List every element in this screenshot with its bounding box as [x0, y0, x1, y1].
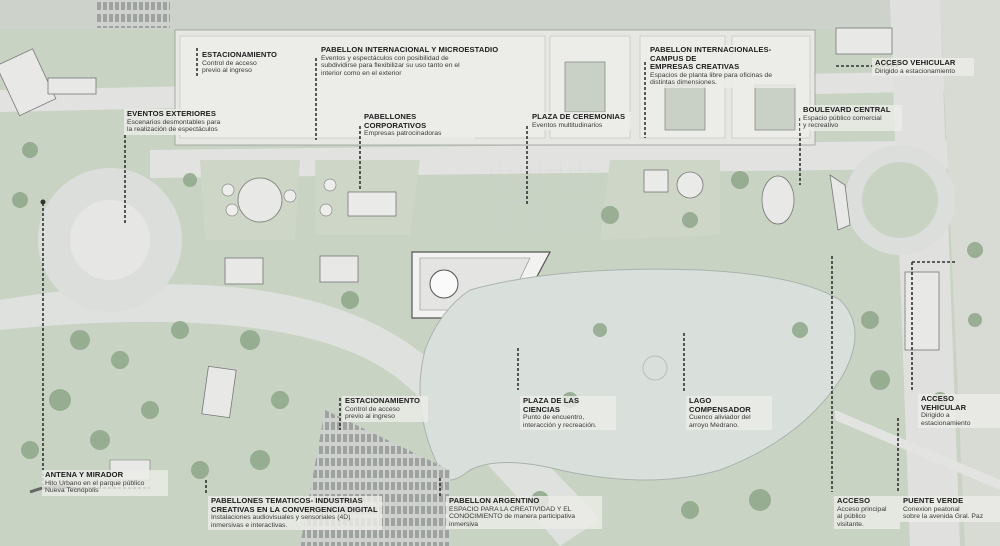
label-boulevard-central: BOULEVARD CENTRAL Espacio público comerc…	[800, 105, 902, 131]
label-acceso-vehicular-norte: ACCESO VEHICULAR Dirigido a estacionamie…	[872, 58, 974, 77]
label-pabellones-corporativos: PABELLONES CORPORATIVOS Empresas patroci…	[361, 112, 475, 139]
pabellon-circular	[237, 177, 283, 223]
puente-verde-path	[835, 410, 1000, 490]
label-eventos-exteriores: EVENTOS EXTERIORES Escenarios desmontabl…	[124, 109, 246, 135]
label-pabellon-argentino: PABELLON ARGENTINO ESPACIO PARA LA CREAT…	[446, 496, 602, 530]
plaza-ceremonias-area	[490, 165, 600, 240]
label-plaza-ceremonias: PLAZA DE CEREMONIAS Eventos multitudinar…	[529, 112, 631, 131]
label-antena-mirador: ANTENA Y MIRADOR Hito Urbano en el parqu…	[42, 470, 168, 496]
pabellon-oval	[761, 175, 795, 225]
label-pabellon-internacional: PABELLON INTERNACIONAL Y MICROESTADIO Ev…	[318, 45, 506, 79]
pabellon-corporativo	[347, 191, 397, 217]
parking-north	[95, 0, 170, 28]
label-plaza-ciencias: PLAZA DE LAS CIENCIAS Punto de encuentro…	[520, 396, 616, 431]
